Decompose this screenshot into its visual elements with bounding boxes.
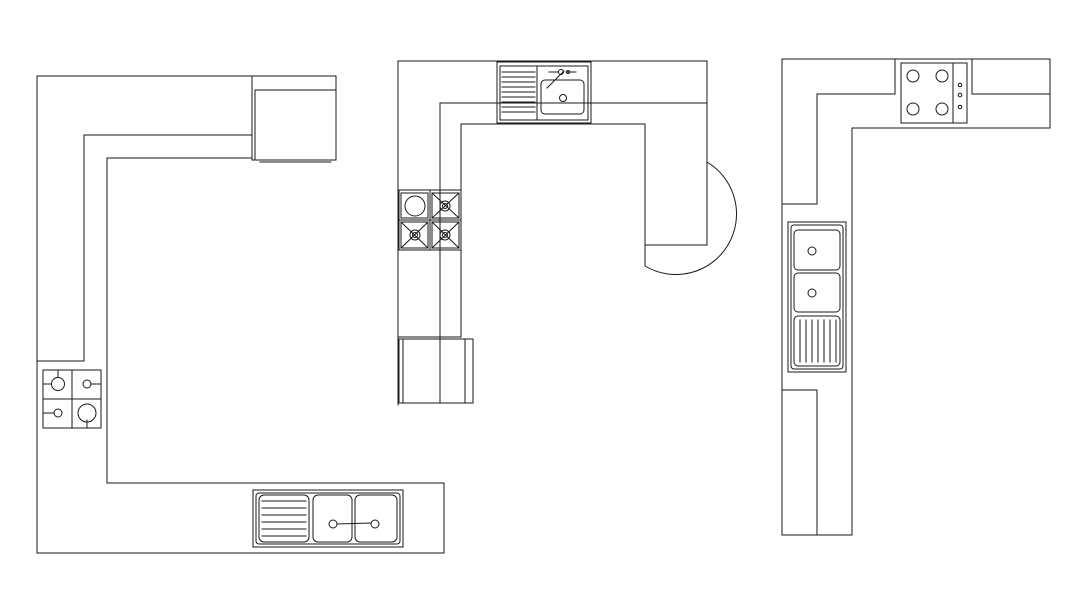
left-counter-outer-edge — [36, 75, 445, 554]
right-hob-icon — [900, 62, 968, 124]
right-sink-icon — [787, 221, 847, 373]
middle-hob-icon — [398, 189, 462, 251]
right-counter-inner-edge-top — [781, 93, 1051, 205]
left-hob-icon — [42, 369, 102, 429]
middle-sink-icon — [496, 61, 592, 124]
middle-fridge-box — [398, 338, 474, 404]
layout-middle-u-shaped — [397, 60, 738, 406]
layout-right-l-shaped — [781, 58, 1051, 536]
left-fridge-box — [251, 75, 337, 163]
layout-left-l-shaped — [36, 75, 445, 554]
middle-door-swing — [644, 161, 738, 276]
right-counter-outer-edge — [781, 58, 1051, 536]
left-sink-icon — [252, 489, 404, 548]
left-counter-inner-edge — [36, 134, 253, 362]
right-counter-inner-edge-bottom — [781, 389, 818, 536]
middle-counter-inner-edge — [439, 102, 708, 403]
